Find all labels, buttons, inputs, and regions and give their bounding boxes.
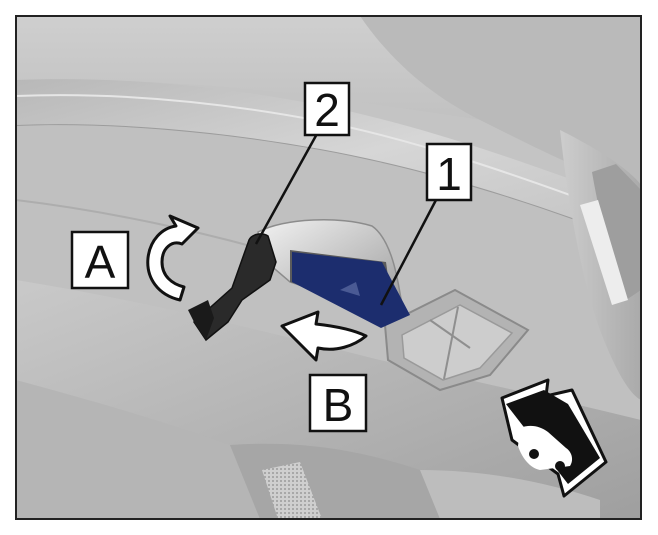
curved-arrow-icon — [146, 214, 200, 302]
callout-box-b — [308, 373, 368, 433]
trim-tool-tip — [188, 300, 214, 340]
callout-box-1 — [425, 142, 473, 202]
pull-arrow-icon — [280, 310, 368, 362]
figure-frame — [15, 15, 642, 520]
part-1-tab — [340, 282, 360, 296]
callout-box-a — [70, 230, 130, 290]
callout-a: A — [85, 236, 116, 288]
callout-box-2 — [303, 81, 351, 137]
car-front-direction-icon — [500, 378, 608, 498]
callout-1: 1 — [436, 148, 462, 200]
callout-b: B — [323, 379, 354, 431]
leader-line-2 — [254, 131, 320, 245]
leader-line-1 — [379, 199, 438, 306]
callout-2: 2 — [314, 84, 340, 136]
